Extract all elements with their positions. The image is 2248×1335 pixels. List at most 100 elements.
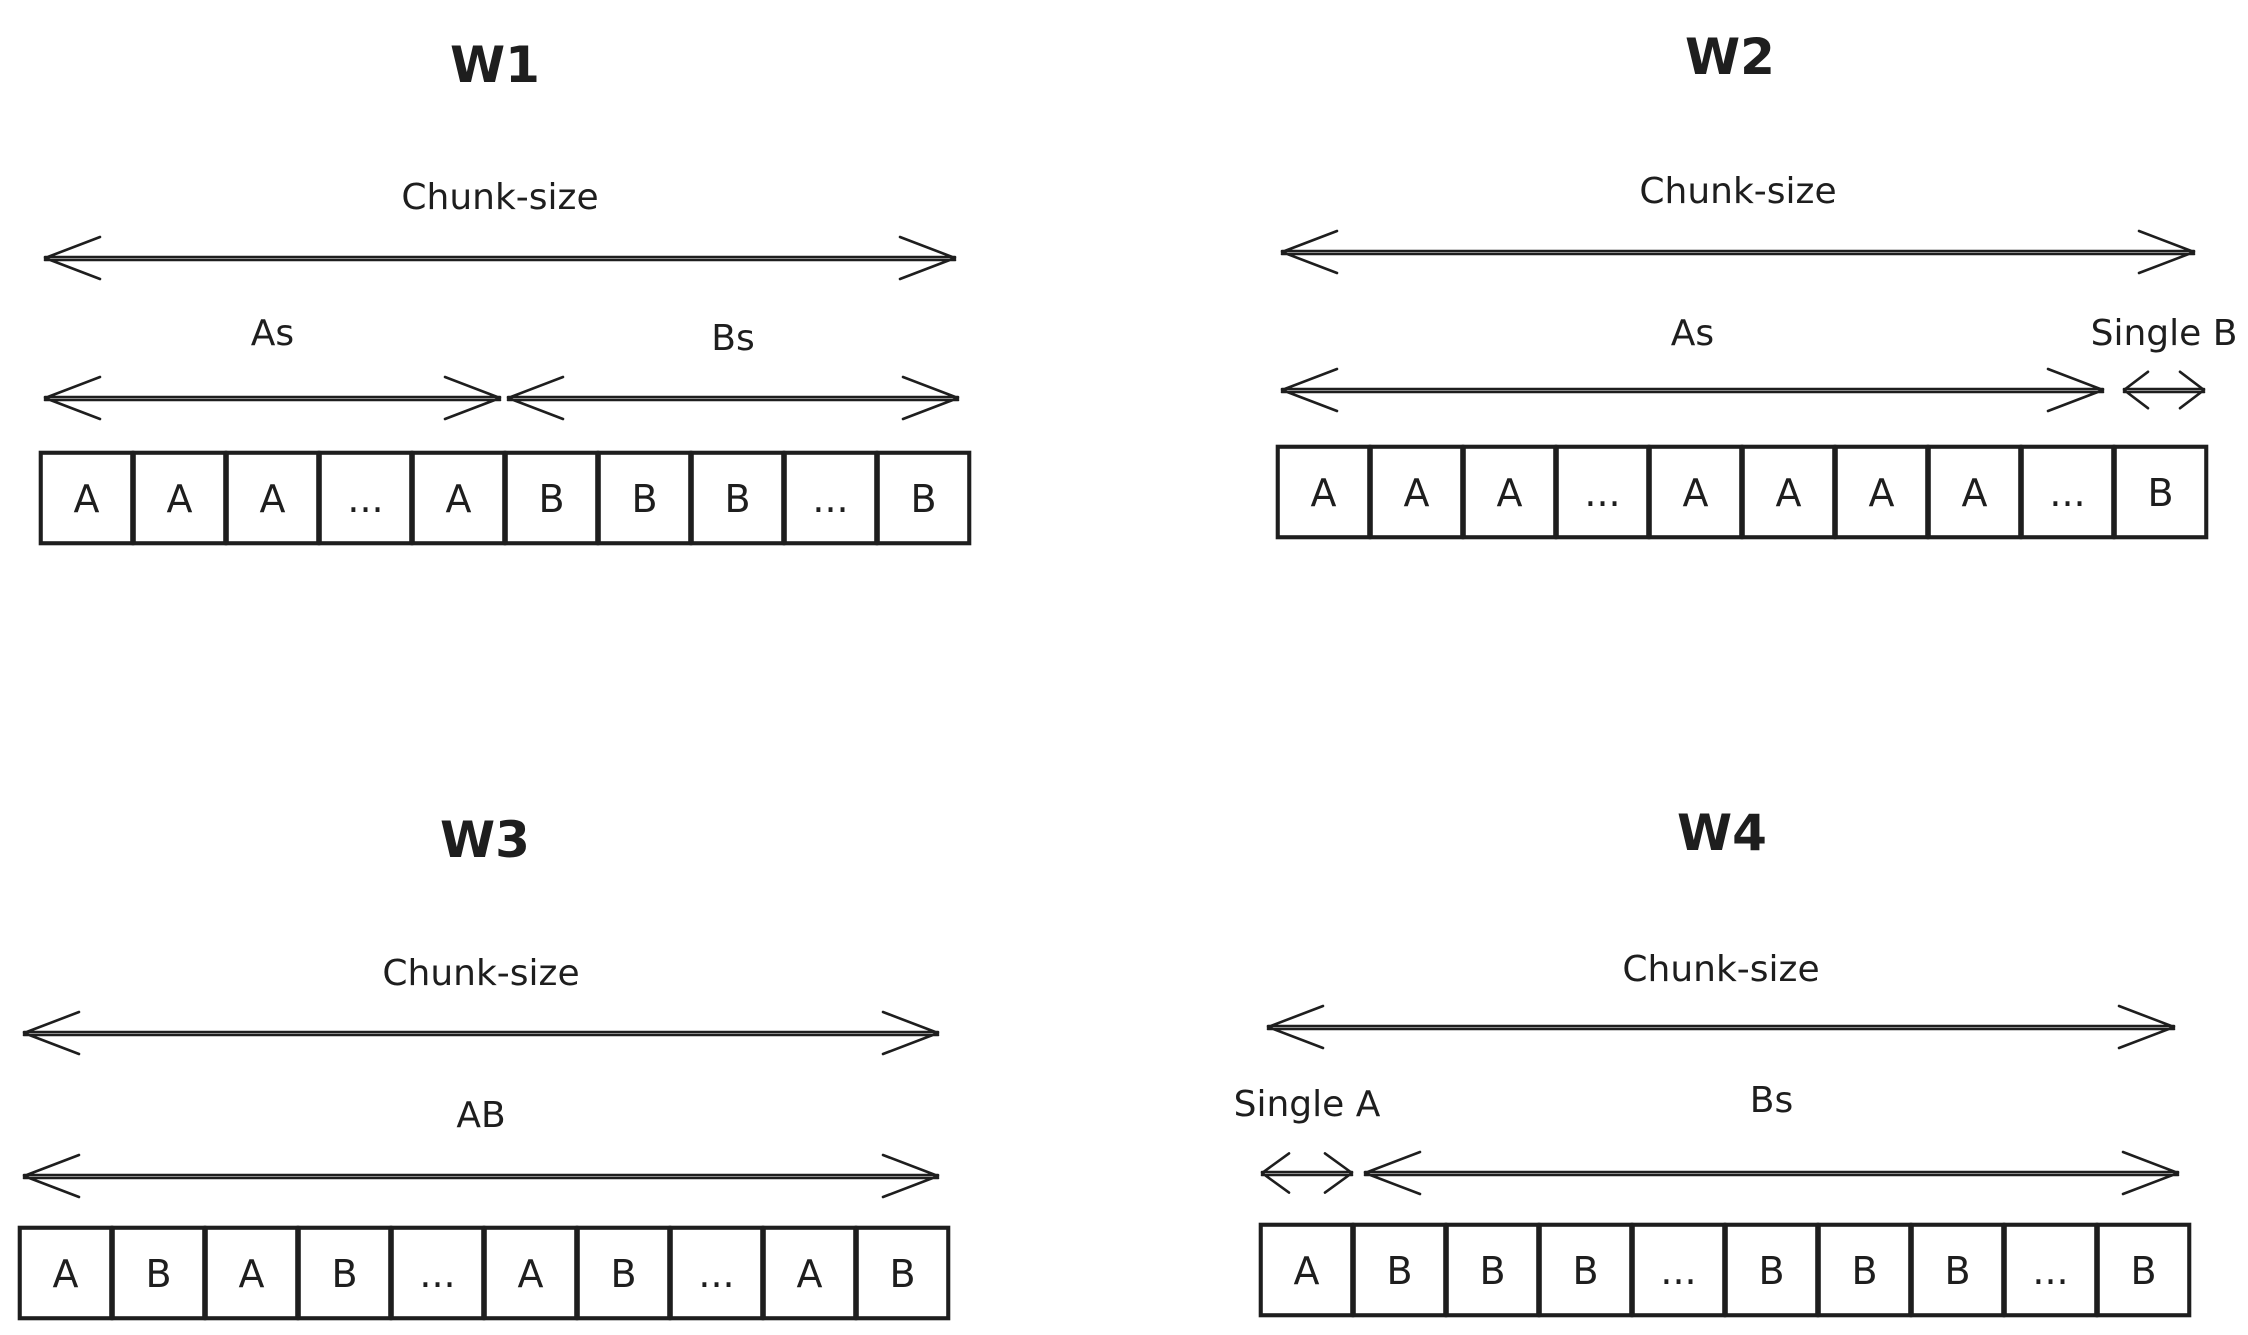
cell: B xyxy=(1816,1222,1913,1318)
cell: A xyxy=(1647,444,1744,540)
cell: A xyxy=(1275,444,1372,540)
cell-box-sketch xyxy=(1277,446,1370,538)
cell-box-sketch xyxy=(505,452,598,544)
cell: B xyxy=(875,450,972,546)
panel-title: W4 xyxy=(1677,804,1767,862)
cell-box xyxy=(2095,1222,2192,1318)
cell-box-sketch xyxy=(577,1227,670,1319)
cell: ... xyxy=(782,450,879,546)
cell-label: B xyxy=(889,1252,915,1296)
cell-box-sketch xyxy=(1725,1224,1818,1316)
cell-label: A xyxy=(446,477,472,521)
cell-label: A xyxy=(260,477,286,521)
chunk-size-arrow xyxy=(1266,1004,2176,1050)
chunk-size-label: Chunk-size xyxy=(1639,171,1836,212)
cell: A xyxy=(38,450,135,546)
segment-arrow xyxy=(506,375,960,421)
cell-box-sketch xyxy=(412,452,505,544)
chunk-size-arrow xyxy=(43,235,957,281)
cell-box-sketch xyxy=(1742,446,1835,538)
segment-arrow xyxy=(2122,370,2206,410)
cell-label: B xyxy=(1479,1249,1505,1293)
cell-label: B xyxy=(1758,1249,1784,1293)
panel-title: W3 xyxy=(440,811,530,869)
cell-label: B xyxy=(145,1252,171,1296)
cell-label: A xyxy=(53,1252,79,1296)
cell-label: A xyxy=(1311,471,1337,515)
cell: ... xyxy=(2019,444,2116,540)
cell: A xyxy=(761,1225,858,1321)
cell-box-sketch xyxy=(1539,1224,1632,1316)
cell: ... xyxy=(2002,1222,2099,1318)
cell-label: B xyxy=(610,1252,636,1296)
cell-box-sketch xyxy=(1818,1224,1911,1316)
segment-arrow xyxy=(43,375,502,421)
cell-box-sketch xyxy=(205,1227,298,1319)
cell-label: ... xyxy=(1584,471,1620,515)
cell-label: B xyxy=(910,477,936,521)
segment-arrow xyxy=(22,1153,940,1199)
cell: A xyxy=(1461,444,1558,540)
cell-label: A xyxy=(74,477,100,521)
cell: B xyxy=(2095,1222,2192,1318)
cell-label: B xyxy=(1944,1249,1970,1293)
cell: B xyxy=(1537,1222,1634,1318)
cell: B xyxy=(296,1225,393,1321)
cell-label: B xyxy=(631,477,657,521)
cell-label: A xyxy=(167,477,193,521)
cell: B xyxy=(1723,1222,1820,1318)
segment-label: Bs xyxy=(1750,1080,1793,1121)
cell-box-sketch xyxy=(298,1227,391,1319)
cell: B xyxy=(503,450,600,546)
cell-box-sketch xyxy=(391,1227,484,1319)
cell: B xyxy=(854,1225,951,1321)
cell-label: ... xyxy=(347,477,383,521)
cell-box-sketch xyxy=(1353,1224,1446,1316)
cell: A xyxy=(1926,444,2023,540)
cell: A xyxy=(17,1225,114,1321)
chunk-size-arrow xyxy=(22,1010,940,1056)
cell-box-sketch xyxy=(763,1227,856,1319)
segment-arrow xyxy=(1260,1152,1354,1194)
panel-title: W2 xyxy=(1685,28,1775,86)
cell: A xyxy=(482,1225,579,1321)
cell-label: B xyxy=(1572,1249,1598,1293)
cell-box-sketch xyxy=(877,452,970,544)
cell-box-sketch xyxy=(2097,1224,2190,1316)
cell: ... xyxy=(1554,444,1651,540)
panel-title: W1 xyxy=(450,36,540,94)
cell-box-sketch xyxy=(1370,446,1463,538)
cell-label: B xyxy=(1851,1249,1877,1293)
segment-label: Bs xyxy=(711,318,754,359)
cell-label: ... xyxy=(419,1252,455,1296)
segment-label: Single A xyxy=(1234,1084,1381,1125)
cell-label: A xyxy=(1869,471,1895,515)
cell: ... xyxy=(317,450,414,546)
cell-label: ... xyxy=(1660,1249,1696,1293)
cell: ... xyxy=(1630,1222,1727,1318)
cell-label: A xyxy=(797,1252,823,1296)
cell-label: ... xyxy=(812,477,848,521)
cell-box-sketch xyxy=(226,452,319,544)
cell-box-sketch xyxy=(2114,446,2207,538)
cell-label: B xyxy=(538,477,564,521)
segment-label: As xyxy=(251,313,294,354)
cell-box xyxy=(875,450,972,546)
cell-label: A xyxy=(518,1252,544,1296)
cell-box-sketch xyxy=(598,452,691,544)
cell-label: A xyxy=(1776,471,1802,515)
cell-label: A xyxy=(1294,1249,1320,1293)
cell-box-sketch xyxy=(1446,1224,1539,1316)
cell-label: ... xyxy=(2049,471,2085,515)
cell-box-sketch xyxy=(319,452,412,544)
cell-label: ... xyxy=(698,1252,734,1296)
cell-box-sketch xyxy=(19,1227,112,1319)
segment-arrow xyxy=(1363,1150,2180,1196)
cell: B xyxy=(1351,1222,1448,1318)
